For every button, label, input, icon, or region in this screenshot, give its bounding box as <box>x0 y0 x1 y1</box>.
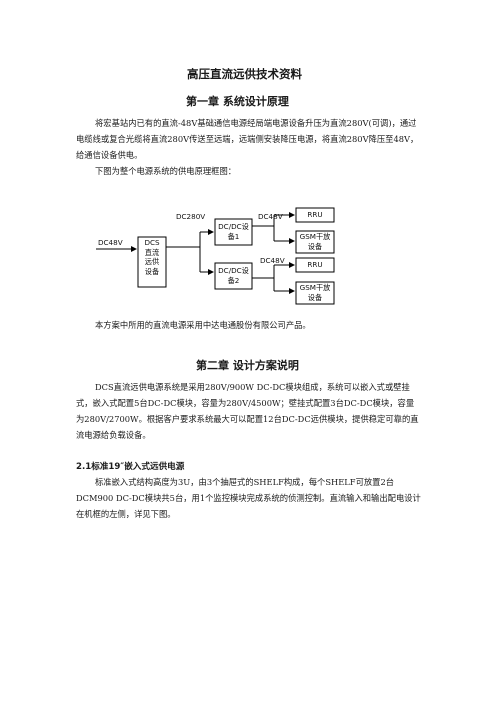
dc48-top-label: DC48V <box>258 212 283 221</box>
chapter2-paragraph-2: 标准嵌入式结构高度为3U，由3个抽屉式的SHELF构成，每个SHELF可放置2台… <box>76 477 421 519</box>
gsm1-label: GSM干放 设备 <box>299 232 331 251</box>
dcdc1-label: DC/DC设 备1 <box>218 222 249 241</box>
input-label: DC48V <box>98 238 123 247</box>
rru2-label: RRU <box>307 260 323 269</box>
chapter1-heading: 第一章 系统设计原理 <box>186 95 289 108</box>
section-2-1-heading: 2.1标准19″嵌入式远供电源 <box>76 462 185 472</box>
diagram-svg <box>96 207 335 305</box>
dc280-label: DC280V <box>176 212 206 221</box>
dcs-box <box>137 236 167 288</box>
dc48-mid-label: DC48V <box>260 256 285 265</box>
chapter1-paragraph-3: 本方案中所用的直流电源采用中达电通股份有限公司产品。 <box>95 320 311 330</box>
rru1-label: RRU <box>307 210 323 219</box>
gsm2-label: GSM干放 设备 <box>299 283 331 302</box>
power-supply-diagram: DC48V DC280V DC48V DC48V DCS 直流 远供 设备 DC… <box>90 186 360 306</box>
chapter1-paragraph-1: 将宏基站内已有的直流-48V基础通信电源经局端电源设备升压为直流280V(可调)… <box>76 118 419 160</box>
chapter2-heading: 第二章 设计方案说明 <box>196 359 299 372</box>
chapter1-paragraph-2: 下图为整个电源系统的供电原理框图： <box>95 166 237 176</box>
rru2-box <box>295 257 335 273</box>
dcdc2-box <box>214 262 253 290</box>
gsm1-box <box>295 230 335 254</box>
rru1-box <box>295 207 335 223</box>
dcs-box-label: DCS 直流 远供 设备 <box>144 238 160 276</box>
gsm2-box <box>295 281 335 305</box>
document-title: 高压直流远供技术资料 <box>187 67 302 81</box>
dcdc2-label: DC/DC设 备2 <box>218 266 249 285</box>
chapter2-paragraph-1: DCS直流远供电源系统是采用280V/900W DC-DC模块组成，系统可以嵌入… <box>76 382 419 440</box>
dcdc1-box <box>214 218 253 246</box>
